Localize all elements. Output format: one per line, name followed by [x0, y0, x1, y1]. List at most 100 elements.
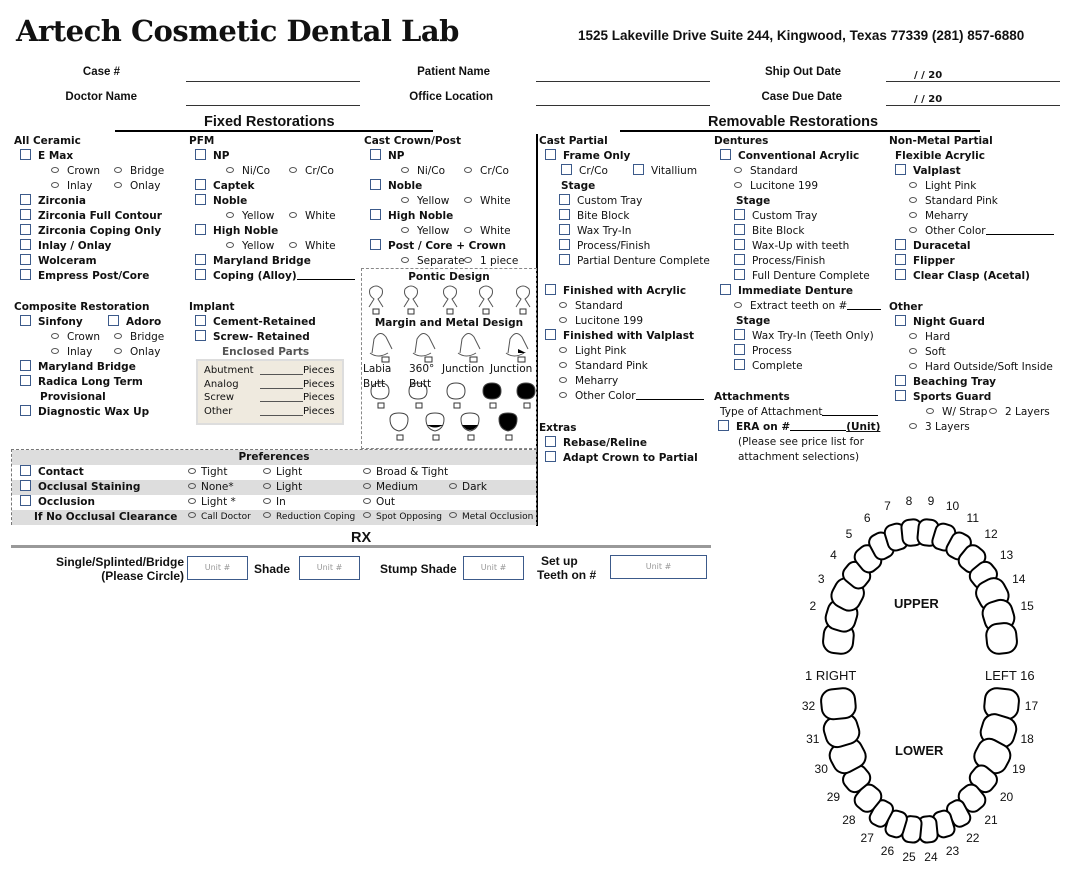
- option-finished-with-valplast[interactable]: Finished with Valplast: [545, 329, 694, 344]
- radio-button[interactable]: [909, 227, 917, 233]
- radio-meharry[interactable]: Meharry: [559, 374, 618, 389]
- stage-bite-block[interactable]: Bite Block: [734, 224, 804, 239]
- checkbox[interactable]: [20, 495, 31, 506]
- stage-custom-tray[interactable]: Custom Tray: [559, 194, 642, 209]
- option-duracetal[interactable]: Duracetal: [895, 239, 971, 254]
- radio-light[interactable]: Light *: [188, 495, 236, 510]
- shade-input[interactable]: Unit #: [299, 556, 360, 580]
- radio-button[interactable]: [188, 498, 196, 504]
- option-maryland-bridge[interactable]: Maryland Bridge: [20, 360, 136, 375]
- margin-checkbox[interactable]: [469, 356, 478, 363]
- radio-metal-occlusion[interactable]: Metal Occlusion: [449, 510, 533, 525]
- checkbox[interactable]: [370, 209, 381, 220]
- checkbox[interactable]: [545, 436, 556, 447]
- radio-button[interactable]: [51, 167, 59, 173]
- option-coping-alloy[interactable]: Coping (Alloy): [195, 269, 355, 284]
- metal-checkbox[interactable]: [432, 434, 440, 441]
- radio-inlay[interactable]: Inlay: [51, 346, 92, 358]
- stage-wax-try-in-teeth-only[interactable]: Wax Try-In (Teeth Only): [734, 329, 874, 344]
- radio-light[interactable]: Light: [263, 480, 302, 495]
- option-noble[interactable]: Noble: [370, 179, 422, 194]
- radio-button[interactable]: [289, 242, 297, 248]
- radio-meharry[interactable]: Meharry: [909, 209, 968, 224]
- option-beaching-tray[interactable]: Beaching Tray: [895, 375, 996, 390]
- checkbox[interactable]: [20, 209, 31, 220]
- checkbox[interactable]: [545, 329, 556, 340]
- margin-checkbox[interactable]: [381, 356, 390, 363]
- radio-out[interactable]: Out: [363, 495, 395, 510]
- radio-button[interactable]: [51, 348, 59, 354]
- radio-medium[interactable]: Medium: [363, 480, 418, 495]
- radio-button[interactable]: [114, 333, 122, 339]
- checkbox[interactable]: [734, 269, 745, 280]
- stage-complete[interactable]: Complete: [734, 359, 803, 374]
- radio-button[interactable]: [401, 227, 409, 233]
- radio-separate[interactable]: Separate: [401, 255, 465, 267]
- part-count-field[interactable]: [260, 374, 303, 375]
- radio-button[interactable]: [909, 197, 917, 203]
- radio-none[interactable]: None*: [188, 480, 234, 495]
- radio-hard[interactable]: Hard: [909, 330, 950, 345]
- checkbox[interactable]: [370, 149, 381, 160]
- margin-checkbox[interactable]: [517, 356, 526, 363]
- option-maryland-bridge[interactable]: Maryland Bridge: [195, 254, 311, 269]
- checkbox[interactable]: [20, 224, 31, 235]
- checkbox[interactable]: [559, 254, 570, 265]
- radio-w-strap[interactable]: W/ Strap: [926, 406, 987, 418]
- option-screw-retained[interactable]: Screw- Retained: [195, 330, 310, 345]
- stage-wax-up-with-teeth[interactable]: Wax-Up with teeth: [734, 239, 849, 254]
- checkbox[interactable]: [734, 359, 745, 370]
- checkbox[interactable]: [734, 239, 745, 250]
- radio-white[interactable]: White: [464, 224, 511, 239]
- radio-button[interactable]: [51, 182, 59, 188]
- radio-button[interactable]: [926, 408, 934, 414]
- checkbox[interactable]: [895, 239, 906, 250]
- radio-yellow[interactable]: Yellow: [401, 195, 449, 207]
- radio-crown[interactable]: Crown: [51, 331, 100, 343]
- option-zirconia[interactable]: Zirconia: [20, 194, 86, 209]
- option-np[interactable]: NP: [195, 149, 229, 164]
- radio-cr-co[interactable]: Cr/Co: [464, 164, 509, 179]
- option-vitallium[interactable]: Vitallium: [633, 164, 697, 179]
- checkbox[interactable]: [559, 239, 570, 250]
- checkbox[interactable]: [20, 254, 31, 265]
- preference-occlusal-staining[interactable]: Occlusal Staining: [20, 480, 140, 495]
- metal-checkbox[interactable]: [396, 434, 404, 441]
- option-night-guard[interactable]: Night Guard: [895, 315, 985, 330]
- radio-ni-co[interactable]: Ni/Co: [226, 165, 270, 177]
- radio-button[interactable]: [401, 167, 409, 173]
- stump-shade-input[interactable]: Unit #: [463, 556, 524, 580]
- radio-yellow[interactable]: Yellow: [226, 210, 274, 222]
- radio-extract-teeth-on[interactable]: Extract teeth on #: [734, 299, 882, 314]
- radio-button[interactable]: [449, 483, 457, 489]
- ship-out-date-field[interactable]: [886, 81, 1060, 82]
- radio-white[interactable]: White: [289, 209, 336, 224]
- blank-line[interactable]: [296, 269, 355, 280]
- option-zirconia-full-contour[interactable]: Zirconia Full Contour: [20, 209, 162, 224]
- radio-button[interactable]: [188, 512, 196, 518]
- option-frame-only[interactable]: Frame Only: [545, 149, 630, 164]
- radio-white[interactable]: White: [464, 194, 511, 209]
- radio-dark[interactable]: Dark: [449, 480, 487, 495]
- option-captek[interactable]: Captek: [195, 179, 254, 194]
- radio-button[interactable]: [363, 483, 371, 489]
- radio-button[interactable]: [559, 347, 567, 353]
- option-wolceram[interactable]: Wolceram: [20, 254, 97, 269]
- radio-button[interactable]: [464, 227, 472, 233]
- checkbox[interactable]: [895, 269, 906, 280]
- metal-checkbox[interactable]: [505, 434, 513, 441]
- radio-2-layers[interactable]: 2 Layers: [989, 405, 1050, 420]
- era-option[interactable]: ERA on #(Unit): [718, 420, 880, 435]
- checkbox[interactable]: [195, 224, 206, 235]
- blank-line[interactable]: [790, 420, 847, 431]
- radio-broad-tight[interactable]: Broad & Tight: [363, 465, 448, 480]
- option-radica-long-term[interactable]: Radica Long Term: [20, 375, 143, 390]
- part-count-field[interactable]: [260, 401, 303, 402]
- metal-checkbox[interactable]: [415, 402, 423, 409]
- radio-button[interactable]: [226, 242, 234, 248]
- radio-in[interactable]: In: [263, 495, 286, 510]
- checkbox[interactable]: [195, 315, 206, 326]
- checkbox[interactable]: [718, 420, 729, 431]
- radio-standard[interactable]: Standard: [734, 164, 798, 179]
- radio-button[interactable]: [909, 348, 917, 354]
